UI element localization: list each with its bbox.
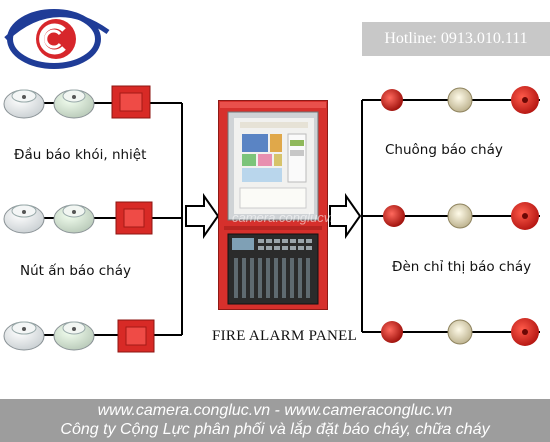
panel-watermark: camera.conglucvn bbox=[232, 210, 338, 225]
alarm-bell-icon bbox=[381, 89, 403, 111]
indicator-lamp-icon bbox=[447, 203, 473, 229]
arrow-from-panel bbox=[329, 192, 362, 240]
smoke-detector-icon bbox=[3, 204, 45, 234]
indicator-lamp-label: Đèn chỉ thị báo cháy bbox=[392, 259, 532, 275]
smoke-detector-icon bbox=[3, 89, 45, 119]
fire-alarm-panel-label: FIRE ALARM PANEL bbox=[212, 328, 358, 344]
footer-banner: www.camera.congluc.vn - www.cameraconglu… bbox=[0, 399, 550, 442]
input-devices bbox=[3, 85, 155, 353]
indicator-lamp-icon bbox=[447, 319, 473, 345]
smoke-detector-icon bbox=[3, 321, 45, 351]
alarm-bell-icon bbox=[511, 202, 539, 230]
alarm-bell-label: Chuông báo cháy bbox=[385, 142, 503, 158]
manual-call-point-icon bbox=[115, 201, 153, 235]
alarm-bell-icon bbox=[381, 321, 403, 343]
indicator-lamp-icon bbox=[447, 87, 473, 113]
wiring-lines bbox=[30, 99, 540, 336]
alarm-bell-icon bbox=[511, 318, 539, 346]
hotline-banner[interactable]: Hotline: 0913.010.111 bbox=[362, 22, 550, 56]
heat-detector-icon bbox=[53, 204, 95, 234]
arrow-to-panel bbox=[185, 192, 220, 240]
smoke-heat-detector-label: Đầu báo khói, nhiệt bbox=[14, 147, 147, 163]
fire-alarm-panel-icon bbox=[218, 100, 328, 310]
footer-company-tagline: Công ty Cộng Lực phân phối và lắp đặt bá… bbox=[60, 421, 490, 438]
heat-detector-icon bbox=[53, 89, 95, 119]
company-logo bbox=[4, 9, 110, 69]
manual-call-point-label: Nút ấn báo cháy bbox=[20, 263, 131, 279]
manual-call-point-icon bbox=[111, 85, 151, 119]
heat-detector-icon bbox=[53, 321, 95, 351]
output-devices bbox=[381, 86, 539, 346]
alarm-bell-icon bbox=[511, 86, 539, 114]
alarm-bell-icon bbox=[383, 205, 405, 227]
manual-call-point-icon bbox=[117, 319, 155, 353]
footer-website-links[interactable]: www.camera.congluc.vn - www.cameraconglu… bbox=[97, 402, 453, 419]
